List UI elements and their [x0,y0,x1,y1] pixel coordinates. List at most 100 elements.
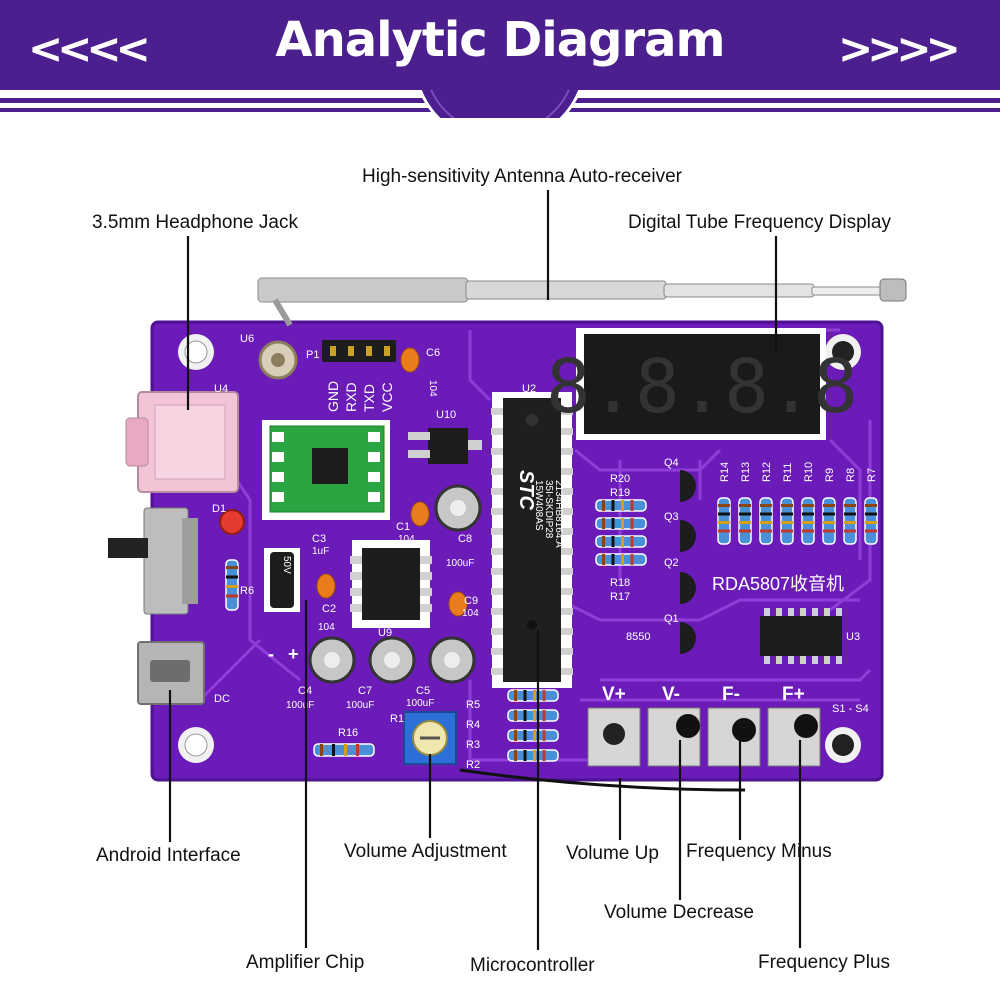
volume-up-callout: Volume Up [566,843,659,864]
pin-label-rxd: RXD [343,382,359,412]
frequency-minus-callout: Frequency Minus [686,841,832,862]
resistor-display [759,497,773,545]
resistor-array [507,689,559,702]
button-label-F+: F+ [782,684,805,705]
capacitor-c8 [434,484,482,532]
android-callout: Android Interface [96,845,241,866]
display-callout: Digital Tube Frequency Display [628,212,891,233]
resistor-display [717,497,731,545]
silkscreen-label: U10 [436,409,456,421]
silkscreen-label: C8 [458,533,472,545]
resistor-display [780,497,794,545]
silkscreen-label: 1uF [312,546,329,557]
silkscreen-label: U2 [522,383,536,395]
resistor-array [507,709,559,722]
silkscreen-label: U4 [214,383,228,395]
amplifier-callout: Amplifier Chip [246,952,365,973]
silkscreen-label: R17 [610,591,630,603]
mounting-holes [178,334,861,763]
silkscreen-label: - [268,644,274,664]
silkscreen-label: C2 [322,603,336,615]
resistor-display [738,497,752,545]
silkscreen-label: R14 [719,462,731,482]
silkscreen-label: R7 [866,468,878,482]
voltage-regulator-u10 [408,428,482,464]
capacitor-c7 [368,636,416,684]
fm-receiver-module [262,420,390,520]
button-label-V-: V- [662,684,680,705]
silkscreen-label: 104 [462,608,479,619]
resistor-array [595,517,647,530]
silkscreen-label: 100uF [406,698,434,709]
silkscreen-label: R19 [610,487,630,499]
silkscreen-label: U6 [240,333,254,345]
silkscreen-label: P1 [306,349,319,361]
headphone-callout: 3.5mm Headphone Jack [92,212,298,233]
volume-decrease-callout: Volume Decrease [604,902,754,923]
uart-header-pins [322,340,396,362]
power-switch [108,507,198,615]
headphone-jack [125,391,239,493]
silkscreen-label: Q3 [664,511,679,523]
pin-label-gnd: GND [325,381,341,412]
resistor-array [507,729,559,742]
silkscreen-label: R3 [466,739,480,751]
chip-marking: 35I-SKDIP28 [543,480,554,539]
chip-brand: STC [515,470,537,511]
pin-label-vcc: VCC [379,382,395,412]
page-title: Analytic Diagram [275,12,725,68]
frequency-plus-callout: Frequency Plus [758,952,891,973]
right-chevrons: >>>> [838,24,961,73]
transistors [680,470,696,654]
silkscreen-label: 100uF [346,700,374,711]
microcontroller-u2 [491,392,573,688]
button-label-V+: V+ [602,684,626,705]
silkscreen-label: R18 [610,577,630,589]
silkscreen-label: D1 [212,503,226,515]
driver-chip-u3 [760,608,842,664]
silkscreen-label: 104 [318,622,335,633]
silkscreen-label: C9 [464,595,478,607]
resistor-display [864,497,878,545]
seven-segment-display: 8.8.8.8 [546,328,858,440]
silkscreen-label: U9 [378,627,392,639]
silkscreen-label: R12 [761,462,773,482]
resistor-r16 [313,743,375,757]
silkscreen-label: C6 [426,347,440,359]
silkscreen-label: C1 [396,521,410,533]
led-d1 [219,509,245,535]
silkscreen-label: S1 - S4 [832,703,869,715]
silkscreen-label: R8 [845,468,857,482]
title-banner [0,0,1000,118]
silkscreen-label: Q2 [664,557,679,569]
resistor-display [822,497,836,545]
amplifier-chip-u9 [350,540,432,628]
silkscreen-label: R13 [740,462,752,482]
silkscreen-label: Q4 [664,457,679,469]
resistor-array [595,535,647,548]
antenna-wire [459,768,746,792]
resistor-array [595,553,647,566]
capacitor-c4 [308,636,356,684]
silkscreen-label: R4 [466,719,480,731]
silkscreen-label: 50V [281,556,292,574]
callout-leaders [168,190,802,950]
capacitor-c3 [264,548,300,612]
silkscreen-label: 104 [427,380,438,397]
resistor-array [507,749,559,762]
resistor-array [595,499,647,512]
resistor-r6 [225,559,239,611]
antenna-callout: High-sensitivity Antenna Auto-receiver [362,166,682,187]
silkscreen-label: R2 [466,759,480,771]
push-buttons [587,707,821,767]
volume-adjustment-callout: Volume Adjustment [344,841,507,862]
resistor-display [801,497,815,545]
resistor-display [843,497,857,545]
silkscreen-label: R10 [803,462,815,482]
silkscreen-label: R9 [824,468,836,482]
button-label-F-: F- [722,684,740,705]
display-digits: 8.8.8.8 [546,344,858,430]
silkscreen-label: R6 [240,585,254,597]
silkscreen-label: C7 [358,685,372,697]
